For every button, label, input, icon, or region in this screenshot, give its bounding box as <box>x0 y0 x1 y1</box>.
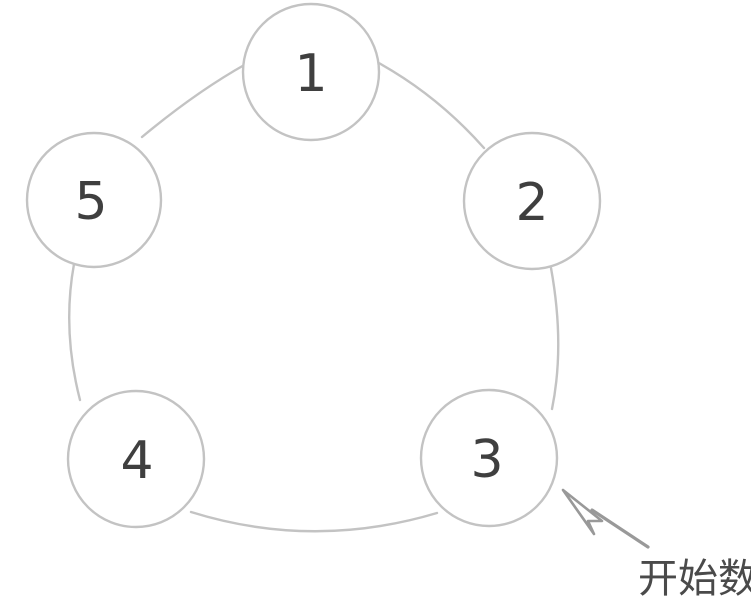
node-4-label: 4 <box>120 431 153 491</box>
node-3-label: 3 <box>470 430 503 490</box>
node-2-circle[interactable] <box>462 131 602 271</box>
node-4[interactable]: 4 <box>66 389 206 529</box>
node-3[interactable]: 3 <box>419 388 559 528</box>
node-group: 1 2 3 4 5 <box>25 2 602 529</box>
arrow-head-inner-line-icon <box>562 489 595 535</box>
arrow-shaft <box>590 508 650 549</box>
node-5-label: 5 <box>74 172 107 232</box>
edge-group <box>68 60 560 533</box>
edge-5-to-1 <box>140 62 248 139</box>
node-2-label: 2 <box>515 173 548 233</box>
node-1-circle[interactable] <box>241 2 381 142</box>
annotation-label: 开始数 <box>638 556 751 602</box>
node-1-label: 1 <box>294 44 327 104</box>
annotation-arrow <box>561 488 650 549</box>
node-1[interactable]: 1 <box>241 2 381 142</box>
edge-4-to-5 <box>68 262 82 402</box>
node-5-circle[interactable] <box>25 131 163 269</box>
node-5[interactable]: 5 <box>25 131 163 269</box>
edge-3-to-4 <box>189 510 439 533</box>
node-2[interactable]: 2 <box>462 131 602 271</box>
node-4-circle[interactable] <box>66 389 206 529</box>
edge-2-to-3 <box>549 266 560 411</box>
node-3-circle[interactable] <box>419 388 559 528</box>
edge-1-to-2 <box>375 60 486 150</box>
